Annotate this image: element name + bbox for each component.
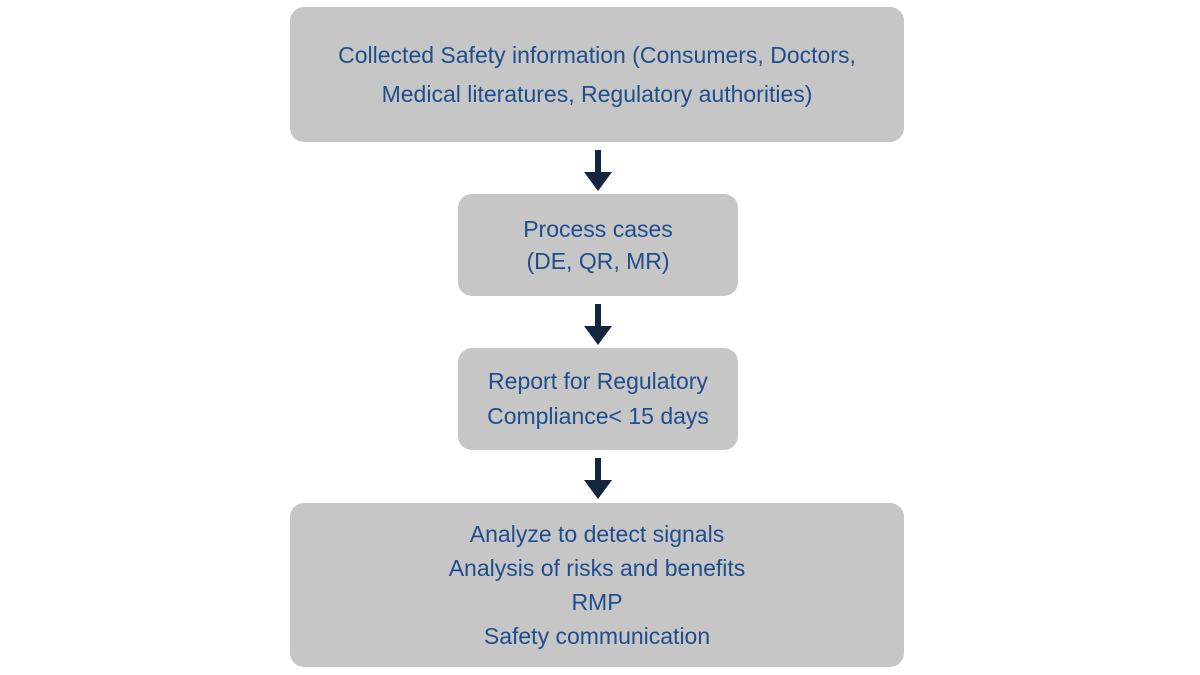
down-arrow-icon	[584, 150, 612, 191]
step-text-line: RMP	[571, 589, 623, 615]
step-text-line: Report for Regulatory	[488, 368, 708, 394]
step-analyze-signals: Analyze to detect signals Analysis of ri…	[290, 503, 904, 667]
step-text-line: Medical literatures, Regulatory authorit…	[381, 80, 813, 107]
step-text-line: Analyze to detect signals	[469, 521, 725, 547]
step-text-line: (DE, QR, MR)	[526, 248, 670, 274]
step-text-line: Safety communication	[483, 623, 711, 649]
step-collect-safety-info: Collected Safety information (Consumers,…	[290, 7, 904, 142]
step-process-cases: Process cases (DE, QR, MR)	[458, 194, 738, 296]
down-arrow-icon	[584, 458, 612, 499]
step-text-line: Collected Safety information (Consumers,…	[338, 41, 856, 68]
step-text-line: Compliance< 15 days	[487, 403, 709, 429]
step-text-line: Process cases	[523, 216, 673, 242]
step-text-line: Analysis of risks and benefits	[448, 555, 746, 581]
down-arrow-icon	[584, 304, 612, 345]
step-report-compliance: Report for Regulatory Compliance< 15 day…	[458, 348, 738, 450]
